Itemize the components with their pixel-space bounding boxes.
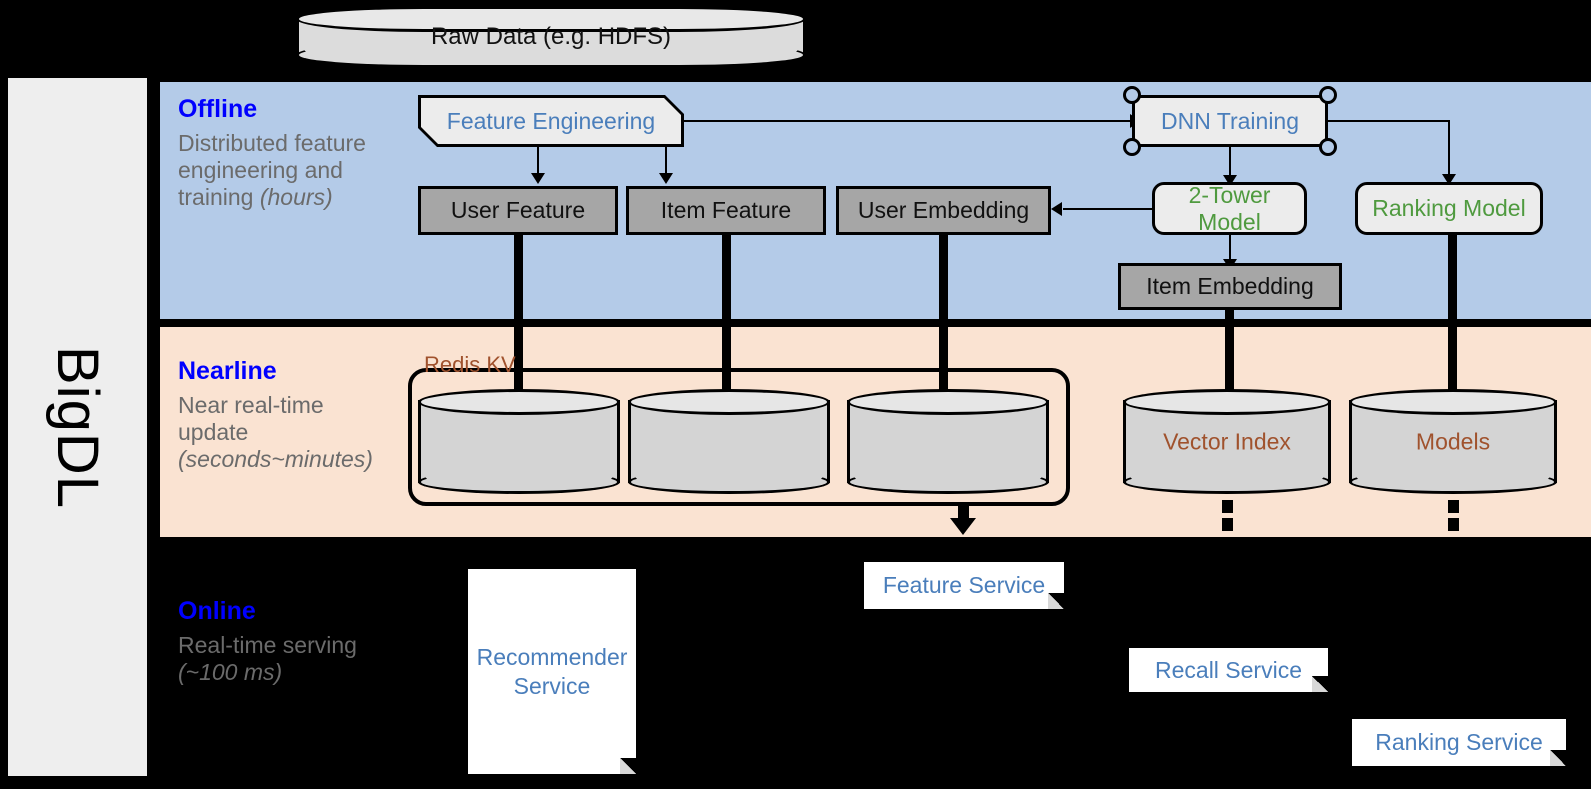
- nearline-subtitle-italic: (seconds~minutes): [178, 445, 373, 472]
- feature-engineering-box[interactable]: Feature Engineering: [418, 95, 684, 147]
- dash-vectorindex-2: [1222, 518, 1233, 531]
- cylinder-bottom: [1349, 470, 1557, 494]
- raw-data-label: Raw Data (e.g. HDFS): [430, 23, 672, 50]
- redis-kv-container: [408, 368, 1070, 506]
- connector-fe-dnn: [684, 120, 1134, 122]
- notch-bl: [1123, 138, 1141, 156]
- cylinder-top: [296, 6, 806, 32]
- cylinder-bottom: [418, 470, 620, 494]
- cylinder-bottom: [628, 470, 830, 494]
- dash-redis-featureservice: [958, 506, 969, 519]
- arrowhead-fe-userfeature: [531, 173, 545, 184]
- connector-fe-itemfeature: [665, 147, 667, 175]
- vector-index-label: Vector Index: [1163, 428, 1291, 454]
- pipe-itemfeature-store2: [722, 235, 731, 410]
- offline-subtitle-italic: (hours): [259, 183, 333, 210]
- user-embedding-box[interactable]: User Embedding: [836, 186, 1051, 235]
- nearline-subtitle-plain: Near real-time update: [178, 391, 324, 445]
- dnn-training-box[interactable]: DNN Training: [1123, 86, 1337, 156]
- dash-models-1: [1448, 500, 1459, 513]
- user-feature-box[interactable]: User Feature: [418, 186, 618, 235]
- connector-2tower-userembedding: [1063, 208, 1153, 210]
- redis-store-1[interactable]: [418, 389, 620, 494]
- feature-engineering-label: Feature Engineering: [421, 98, 681, 144]
- cylinder-bottom: [296, 42, 806, 68]
- dash-models-2: [1448, 518, 1459, 531]
- models-cylinder[interactable]: Models: [1349, 389, 1557, 494]
- dnn-training-label: DNN Training: [1132, 95, 1328, 147]
- bigdl-label: BigDL: [8, 78, 147, 776]
- arrowhead-redis-featureservice: [950, 518, 976, 535]
- online-subtitle: Real-time serving (~100 ms): [178, 632, 388, 686]
- cylinder-top: [628, 389, 830, 415]
- nearline-subtitle: Near real-time update (seconds~minutes): [178, 392, 388, 473]
- nearline-title: Nearline: [178, 357, 277, 385]
- item-embedding-box[interactable]: Item Embedding: [1118, 263, 1342, 310]
- notch-tl: [1123, 86, 1141, 104]
- recall-service-doc[interactable]: Recall Service: [1129, 648, 1328, 692]
- offline-subtitle: Distributed feature engineering and trai…: [178, 130, 388, 211]
- page-fold-icon: [620, 758, 636, 774]
- nearline-caption: Nearline Near real-time update (seconds~…: [178, 357, 388, 473]
- online-caption: Online Real-time serving (~100 ms): [178, 597, 388, 686]
- ranking-model-label: Ranking Model: [1372, 195, 1526, 222]
- connector-rawdata-fe: [550, 68, 555, 84]
- item-embedding-label: Item Embedding: [1146, 273, 1314, 300]
- feature-service-doc[interactable]: Feature Service: [864, 562, 1064, 609]
- online-title: Online: [178, 597, 256, 625]
- online-subtitle-italic: (~100 ms): [178, 658, 283, 685]
- arrowhead-fe-itemfeature: [659, 173, 673, 184]
- two-tower-model-box[interactable]: 2-Tower Model: [1152, 182, 1307, 235]
- pipe-userfeature-store1: [514, 235, 523, 410]
- ranking-service-doc[interactable]: Ranking Service: [1352, 719, 1566, 766]
- models-label: Models: [1415, 428, 1491, 454]
- connector-dnn-2tower: [1229, 147, 1231, 177]
- notch-tr: [1319, 86, 1337, 104]
- page-fold-icon: [1550, 750, 1566, 766]
- offline-subtitle-plain: Distributed feature engineering and trai…: [178, 129, 366, 210]
- redis-kv-label: Redis KV: [424, 352, 516, 377]
- arrowhead-2tower-userembedding: [1051, 202, 1062, 216]
- two-tower-model-label: 2-Tower Model: [1188, 182, 1271, 235]
- raw-data-cylinder: Raw Data (e.g. HDFS): [296, 6, 806, 68]
- cylinder-top: [847, 389, 1049, 415]
- item-feature-label: Item Feature: [660, 197, 792, 224]
- user-feature-label: User Feature: [450, 197, 586, 224]
- notch-br: [1319, 138, 1337, 156]
- pipe-rankingmodel-models: [1448, 235, 1457, 405]
- arrowhead-dnn-2tower: [1223, 175, 1237, 186]
- item-feature-box[interactable]: Item Feature: [626, 186, 826, 235]
- user-embedding-label: User Embedding: [857, 197, 1030, 224]
- connector-2tower-itemembedding: [1229, 235, 1231, 261]
- recommender-service-label: Recommender Service: [476, 643, 628, 699]
- recommender-service-doc[interactable]: Recommender Service: [468, 569, 636, 774]
- connector-dnn-ranking-h: [1328, 120, 1450, 122]
- feature-service-label: Feature Service: [882, 572, 1046, 599]
- cylinder-bottom: [847, 470, 1049, 494]
- recall-service-label: Recall Service: [1155, 656, 1302, 683]
- page-fold-icon: [1312, 676, 1328, 692]
- offline-title: Offline: [178, 95, 258, 123]
- arrowhead-dnn-ranking: [1442, 174, 1456, 185]
- offline-caption: Offline Distributed feature engineering …: [178, 95, 388, 211]
- cylinder-top: [1123, 389, 1331, 415]
- online-subtitle-plain: Real-time serving: [178, 631, 357, 658]
- cylinder-bottom: [1123, 470, 1331, 494]
- redis-store-2[interactable]: [628, 389, 830, 494]
- vector-index-cylinder[interactable]: Vector Index: [1123, 389, 1331, 494]
- connector-dnn-ranking-v: [1448, 120, 1450, 176]
- cylinder-top: [418, 389, 620, 415]
- bigdl-text: BigDL: [45, 345, 111, 509]
- ranking-model-box[interactable]: Ranking Model: [1355, 182, 1543, 235]
- redis-store-3[interactable]: [847, 389, 1049, 494]
- cylinder-top: [1349, 389, 1557, 415]
- pipe-userembedding-store3: [939, 235, 948, 410]
- page-fold-icon: [1048, 593, 1064, 609]
- dash-vectorindex-1: [1222, 500, 1233, 513]
- pipe-itemembedding-vectorindex: [1225, 310, 1234, 405]
- connector-fe-userfeature: [537, 147, 539, 175]
- ranking-service-label: Ranking Service: [1375, 729, 1543, 756]
- bigdl-rail: BigDL: [8, 78, 147, 776]
